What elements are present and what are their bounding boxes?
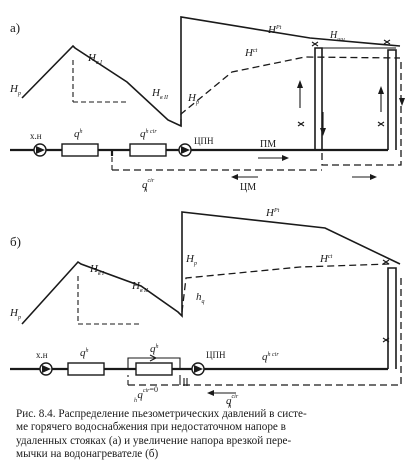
label-hp-left-b: Hр bbox=[9, 307, 21, 321]
panel-a-return-riser bbox=[321, 62, 402, 166]
label-qh1-b: qh bbox=[80, 347, 89, 359]
piezometric-diagram: а) bbox=[9, 16, 405, 408]
valve-icon bbox=[383, 39, 391, 45]
label-cpn-a: ЦПН bbox=[194, 136, 214, 146]
pump-arrow-icon bbox=[42, 365, 51, 373]
arrow-up-icon bbox=[297, 80, 303, 88]
pump-arrow-icon bbox=[181, 146, 190, 154]
arrow-down-icon bbox=[320, 128, 326, 136]
panel-b-circulation-pressure-line bbox=[181, 263, 391, 313]
arrow-up-icon bbox=[378, 86, 384, 94]
label-hp-mid-b: Hр bbox=[185, 253, 197, 267]
arrow-down-icon bbox=[399, 98, 405, 106]
jumper-arrow-icon bbox=[149, 354, 158, 362]
pump-arrow-icon bbox=[194, 365, 203, 373]
panel-b-piezometric-line bbox=[21, 211, 401, 325]
valve-icon bbox=[311, 41, 319, 47]
label-hq-b: hq bbox=[196, 291, 205, 305]
figure-caption: Рис. 8.4. Распределение пьезометрических… bbox=[16, 408, 404, 462]
label-hct-b: Hct bbox=[319, 253, 333, 265]
label-hpt-a: HPt bbox=[267, 24, 282, 36]
panel-a-heater-2 bbox=[129, 143, 167, 157]
panel-a-circulation-pressure-line bbox=[180, 56, 401, 126]
panel-a-near-riser bbox=[314, 47, 323, 150]
arrow-left-icon bbox=[231, 174, 238, 180]
valve-icon bbox=[377, 121, 385, 127]
label-hv1-a: Hв I bbox=[87, 52, 103, 66]
label-qh-a: qh bbox=[74, 128, 83, 140]
panel-a-far-riser bbox=[387, 49, 397, 150]
label-cpn-b: ЦПН bbox=[206, 350, 226, 360]
label-hush-a: Hиш bbox=[329, 30, 345, 43]
label-hct-a: Hct bbox=[244, 47, 258, 59]
label-hv2-b: Hв II bbox=[131, 280, 149, 294]
valve-icon bbox=[297, 121, 305, 127]
label-pm-a: ПМ bbox=[260, 139, 276, 150]
label-qh2-b: qh bbox=[150, 343, 159, 355]
panel-b-return-riser bbox=[210, 278, 402, 386]
panel-a: а) bbox=[9, 16, 405, 194]
pump-arrow-icon bbox=[36, 146, 45, 154]
caption-line-4: мычки на водонагревателе (б) bbox=[16, 448, 159, 461]
label-qhcir-a: qh cir bbox=[140, 128, 157, 140]
arrow-right-icon bbox=[370, 174, 377, 180]
panel-a-piezometric-line bbox=[21, 16, 401, 128]
label-hp-mid-a: Hр bbox=[187, 92, 199, 106]
label-hpt-b: HPt bbox=[265, 207, 280, 219]
label-cm-a: ЦМ bbox=[240, 182, 256, 193]
label-hp-left-a: Hр bbox=[9, 83, 21, 97]
panel-b-far-riser bbox=[387, 267, 397, 369]
arrow-right-icon bbox=[282, 155, 289, 161]
caption-line-1: Рис. 8.4. Распределение пьезометрических… bbox=[16, 408, 307, 420]
caption-line-3: удаленных стояках (а) и увеличение напор… bbox=[16, 434, 292, 447]
label-hv2-a: Hв II bbox=[151, 87, 169, 101]
label-xn-b: х.н bbox=[36, 350, 48, 360]
panel-b-heater-1 bbox=[67, 362, 105, 376]
panel-a-letter: а) bbox=[10, 20, 20, 35]
panel-b: б) Hр Hв I Hв II Hр hq HPt bbox=[9, 207, 402, 408]
check-valve-icon bbox=[183, 378, 188, 386]
label-xn-a: х.н bbox=[30, 131, 42, 141]
label-qhcir-b: qh cir bbox=[262, 351, 279, 363]
valve-icon bbox=[382, 337, 390, 343]
arrow-left-icon bbox=[207, 390, 214, 396]
valve-icon bbox=[382, 259, 390, 265]
panel-a-heater-1 bbox=[61, 143, 99, 157]
panel-b-letter: б) bbox=[10, 234, 21, 249]
label-hv1-b: Hв I bbox=[89, 263, 105, 277]
panel-b-jumper bbox=[127, 357, 181, 369]
caption-line-2: ме горячего водоснабжения при недостаточ… bbox=[16, 421, 286, 434]
panel-b-heater-2 bbox=[135, 362, 173, 376]
